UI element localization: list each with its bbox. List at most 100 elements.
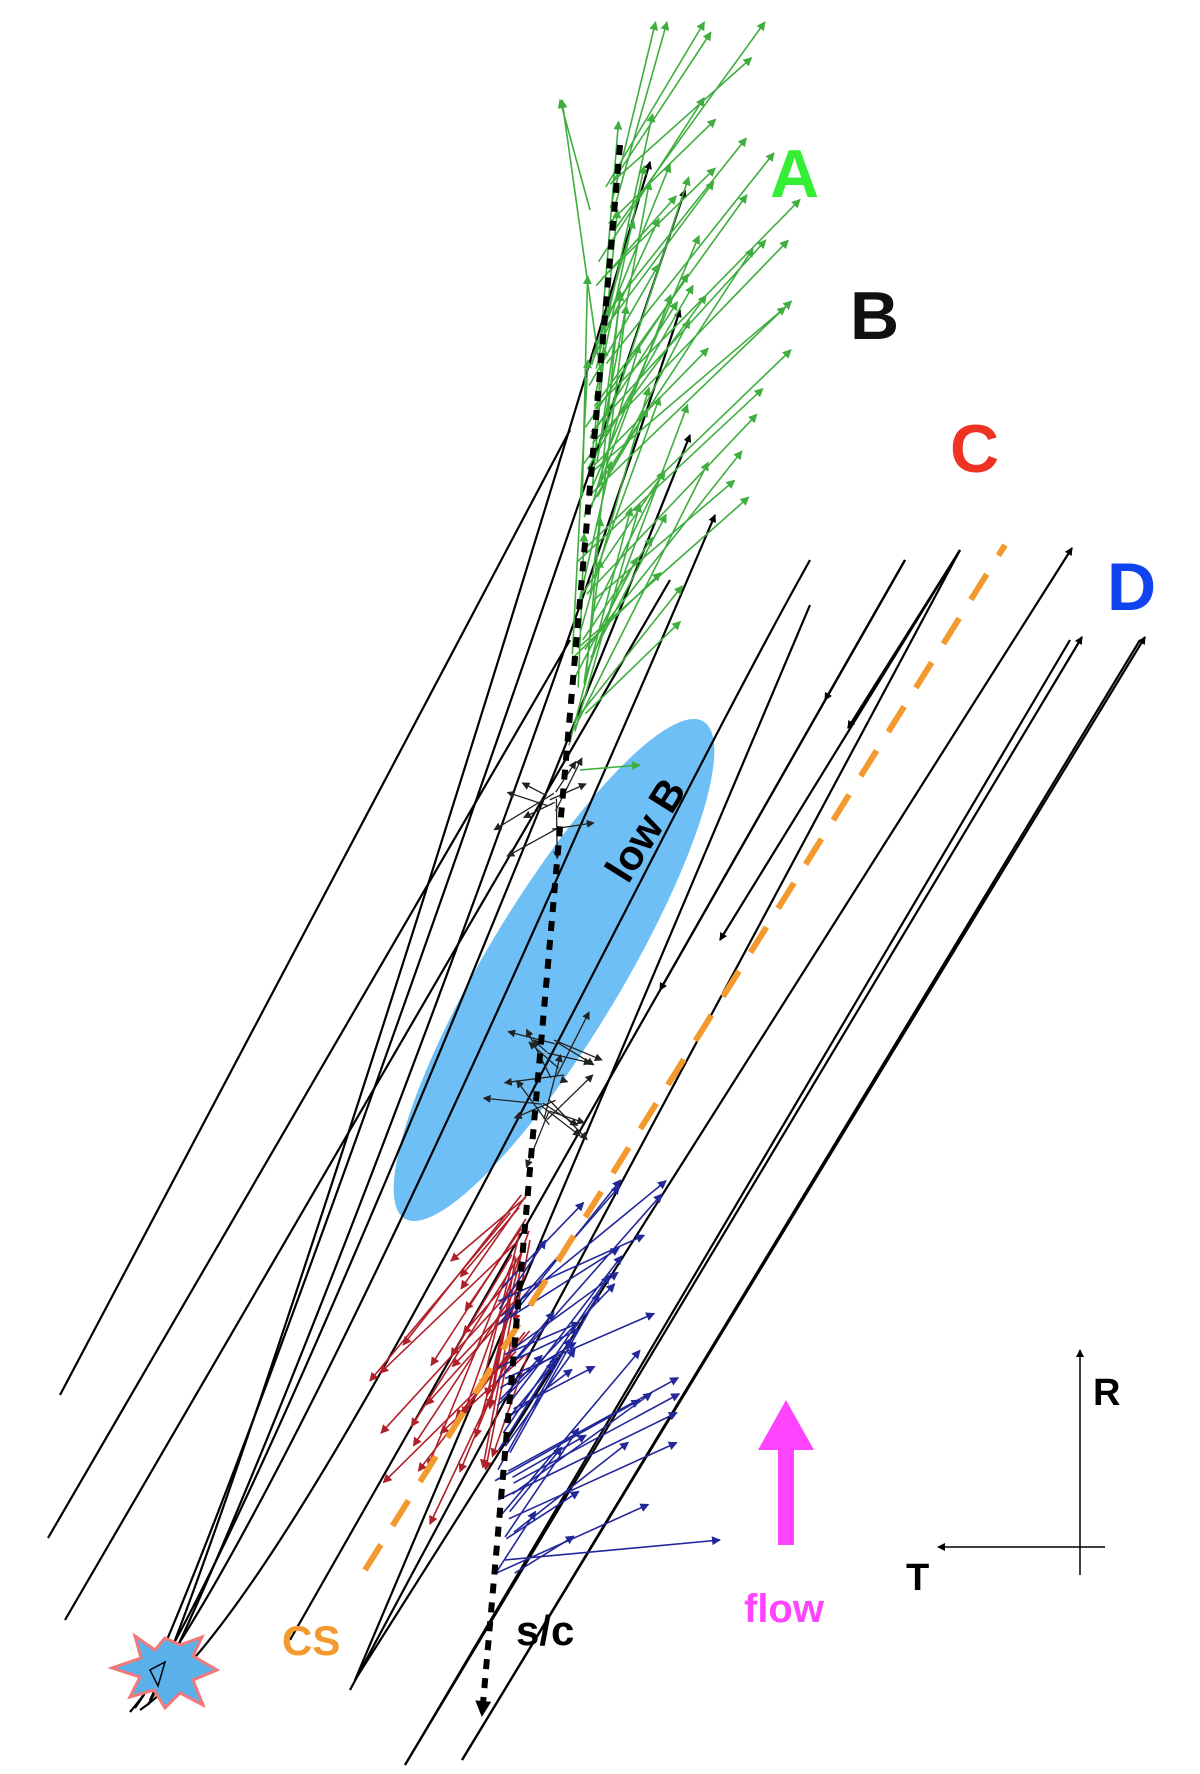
dark-vector bbox=[503, 1074, 565, 1086]
green-vector bbox=[609, 57, 753, 185]
green-vector bbox=[586, 413, 758, 595]
blue-vector bbox=[498, 1239, 547, 1310]
green-vector bbox=[581, 275, 592, 496]
green-vector bbox=[576, 387, 764, 563]
blue-vector bbox=[494, 1399, 641, 1482]
field-line bbox=[353, 604, 812, 1681]
green-vector bbox=[611, 31, 712, 184]
field-lines bbox=[47, 161, 1146, 1766]
blue-vector bbox=[509, 1292, 600, 1454]
black-vectors bbox=[482, 757, 603, 1169]
green-vector bbox=[571, 359, 593, 655]
dark-vector bbox=[547, 1052, 592, 1066]
green-vector bbox=[607, 118, 717, 225]
green-vector bbox=[583, 407, 649, 518]
red-vector bbox=[450, 1196, 527, 1262]
dark-vector bbox=[507, 1029, 555, 1045]
green-vector bbox=[584, 620, 682, 715]
blue-vector bbox=[513, 1393, 681, 1484]
region-label-a: A bbox=[770, 136, 819, 212]
spacecraft-trajectory bbox=[475, 144, 623, 1717]
green-vector bbox=[605, 21, 706, 188]
red-vector bbox=[461, 1230, 530, 1417]
blue-vector bbox=[504, 1427, 580, 1538]
region-label-c: C bbox=[950, 411, 999, 487]
red-vector bbox=[379, 1240, 519, 1374]
green-vector bbox=[589, 304, 630, 598]
field-line-curved bbox=[129, 514, 717, 1713]
blue-vector bbox=[514, 1535, 575, 1574]
blue-vector bbox=[508, 1441, 678, 1520]
field-line bbox=[404, 639, 1071, 1766]
green-vector bbox=[614, 21, 670, 205]
dark-vector bbox=[549, 783, 587, 801]
field-direction-arrow bbox=[659, 559, 906, 991]
green-vector bbox=[581, 470, 666, 595]
blue-vector bbox=[513, 1271, 619, 1349]
blue-vector bbox=[511, 1255, 623, 1400]
blue-vector bbox=[504, 1348, 576, 1447]
red-vector bbox=[412, 1275, 526, 1447]
green-vector bbox=[593, 479, 736, 601]
blue-vector bbox=[496, 1311, 555, 1383]
dark-vector bbox=[528, 1041, 560, 1069]
green-vector bbox=[557, 99, 591, 211]
dark-vector bbox=[559, 1075, 569, 1084]
dark-vector bbox=[546, 1074, 594, 1121]
field-line-arrowed bbox=[404, 636, 1083, 1766]
green-vector bbox=[598, 293, 673, 487]
green-vector bbox=[615, 21, 766, 229]
dark-vector bbox=[542, 1102, 579, 1127]
blue-vector bbox=[499, 1354, 543, 1400]
dark-vector bbox=[506, 826, 561, 857]
green-vector bbox=[593, 347, 709, 467]
green-vector bbox=[573, 585, 683, 723]
current-sheet-label: CS bbox=[282, 1617, 340, 1664]
flow-label: flow bbox=[744, 1587, 825, 1631]
t-axis-label: T bbox=[906, 1557, 929, 1599]
red-vector bbox=[402, 1194, 522, 1346]
green-vector bbox=[591, 219, 636, 365]
green-vector bbox=[594, 198, 801, 410]
field-line bbox=[47, 639, 571, 1539]
green-vector bbox=[578, 460, 614, 602]
green-vector bbox=[609, 21, 659, 209]
blue-vector bbox=[509, 1446, 563, 1513]
red-vector bbox=[426, 1255, 516, 1468]
green-vector bbox=[573, 461, 709, 730]
green-vector bbox=[590, 300, 793, 495]
dark-vector bbox=[516, 1079, 550, 1126]
blue-vector bbox=[501, 1201, 585, 1288]
field-line bbox=[64, 579, 671, 1621]
source-core-icon bbox=[149, 1660, 167, 1689]
green-vector bbox=[587, 234, 701, 497]
green-vector bbox=[583, 294, 707, 465]
blue-vector bbox=[505, 1490, 580, 1540]
blue-vector bbox=[495, 1510, 537, 1573]
low-b-region bbox=[393, 718, 715, 1222]
green-vector bbox=[579, 761, 641, 771]
green-vector bbox=[573, 556, 638, 679]
green-vector bbox=[584, 450, 743, 651]
green-vector bbox=[591, 239, 789, 444]
blue-vector bbox=[497, 1411, 678, 1501]
red-vector bbox=[417, 1331, 526, 1472]
dark-vector bbox=[543, 1053, 563, 1120]
region-label-d: D bbox=[1107, 549, 1156, 625]
red-vector bbox=[450, 1254, 513, 1358]
green-vector bbox=[596, 180, 653, 462]
field-line-curved bbox=[149, 161, 652, 1701]
green-vector bbox=[568, 506, 634, 746]
blue-vector bbox=[497, 1337, 572, 1471]
field-direction-arrow bbox=[719, 549, 961, 941]
red-vector bbox=[439, 1353, 527, 1435]
dark-vector bbox=[555, 1011, 590, 1077]
blue-vector bbox=[513, 1193, 663, 1364]
current-sheet-line bbox=[362, 543, 1008, 1572]
green-vector bbox=[586, 284, 694, 470]
red-vector bbox=[460, 1190, 531, 1290]
blue-vector bbox=[502, 1274, 610, 1434]
source-star-icon bbox=[107, 1632, 221, 1711]
